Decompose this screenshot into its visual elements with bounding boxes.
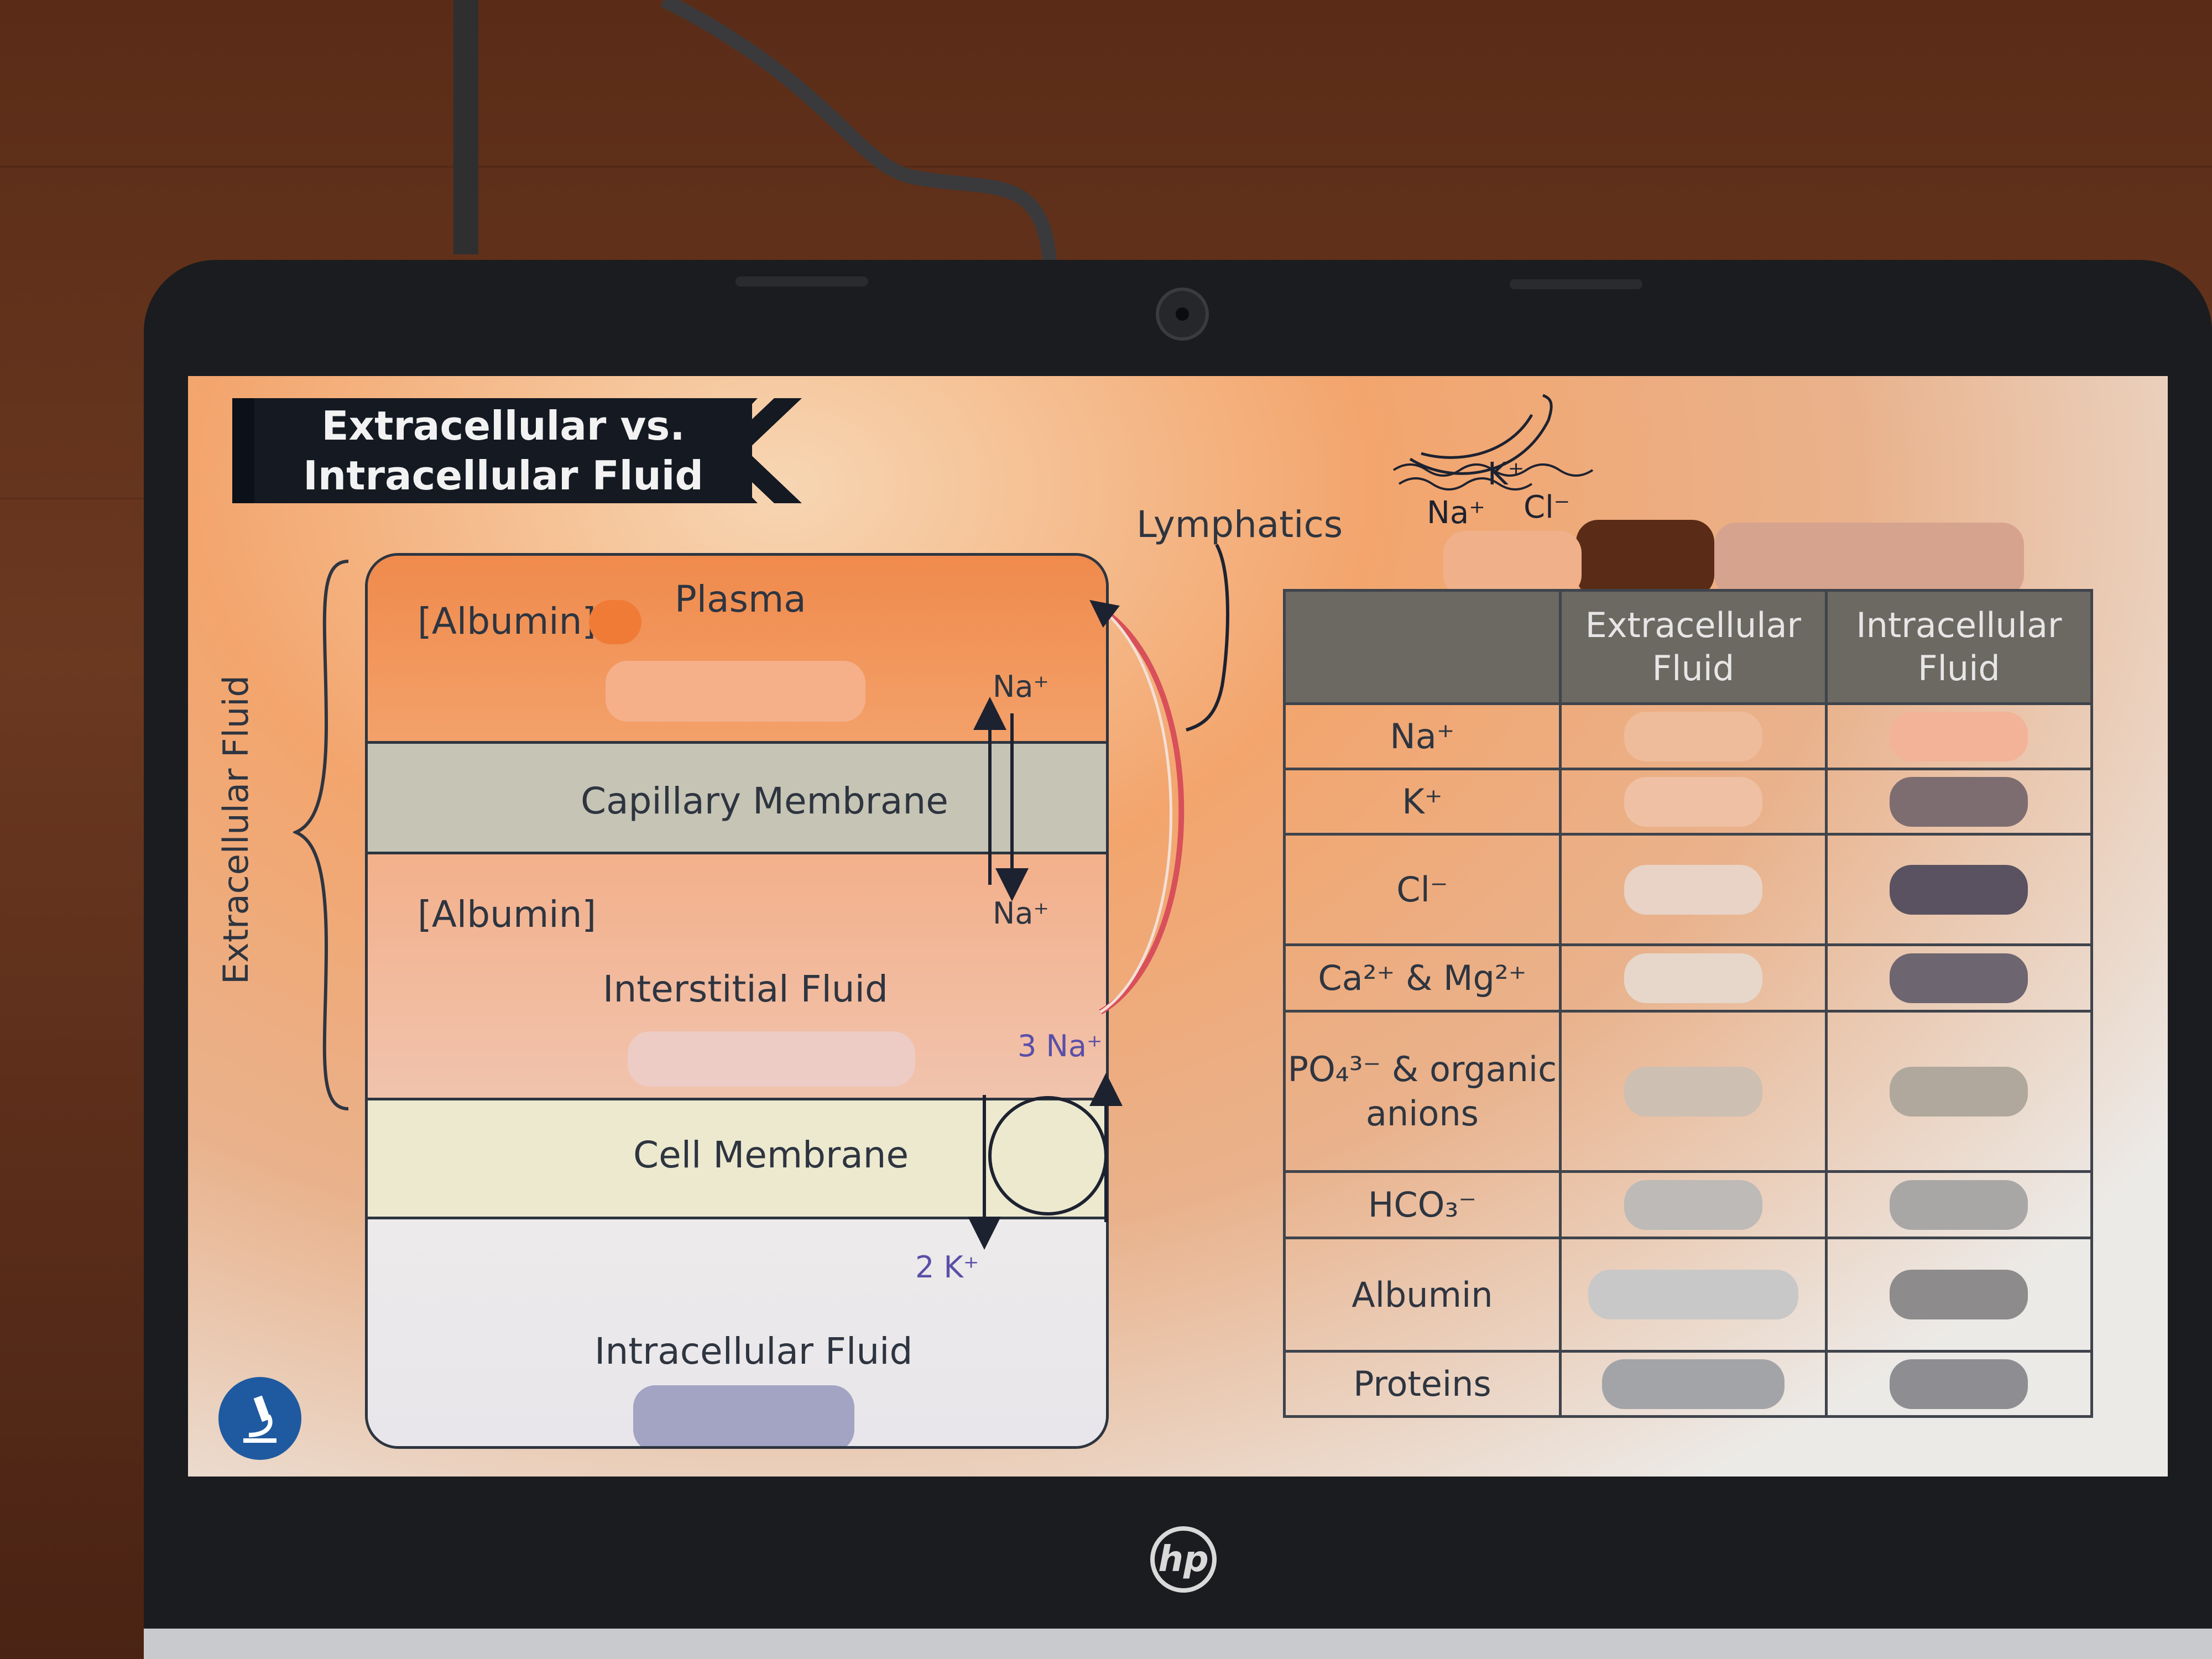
table-row: Na⁺ xyxy=(1283,702,2094,770)
table-row: Cl⁻ xyxy=(1283,833,2094,946)
pen-mark xyxy=(1576,520,1714,597)
row-label: Proteins xyxy=(1283,1350,1562,1418)
keyboard-edge xyxy=(144,1629,2212,1659)
pen-mark xyxy=(633,1385,854,1446)
row-label: Na⁺ xyxy=(1283,702,1562,770)
microscope-icon xyxy=(218,1377,301,1460)
interstitial-band: [Albumin] Interstitial Fluid xyxy=(368,854,1106,1098)
table-cell[interactable] xyxy=(1824,1170,2094,1239)
two-k-label: 2 K⁺ xyxy=(915,1250,979,1285)
brace-icon xyxy=(293,560,349,1110)
table-cell[interactable] xyxy=(1558,1237,1828,1353)
handwritten-cl: Cl⁻ xyxy=(1524,489,1571,525)
table-row: Ca²⁺ & Mg²⁺ xyxy=(1283,943,2094,1013)
transport-arrows xyxy=(968,599,1185,1250)
albumin-bottom-label: [Albumin] xyxy=(418,893,597,936)
table-header-blank xyxy=(1283,589,1562,705)
table-row: Albumin xyxy=(1283,1237,2094,1353)
table-cell[interactable] xyxy=(1558,768,1828,836)
lymphatics-brace-icon xyxy=(1186,544,1229,732)
extracellular-side-label: Extracellular Fluid xyxy=(216,675,256,984)
table-cell[interactable] xyxy=(1824,943,2094,1013)
lymphatics-label: Lymphatics xyxy=(1136,503,1343,546)
albumin-top-label: [Albumin] xyxy=(418,600,597,643)
interstitial-label: Interstitial Fluid xyxy=(603,968,888,1010)
capillary-membrane-label: Capillary Membrane xyxy=(581,780,948,822)
table-cell[interactable] xyxy=(1824,1010,2094,1173)
row-label: K⁺ xyxy=(1283,768,1562,836)
table-row: PO₄³⁻ & organic anions xyxy=(1283,1010,2094,1173)
table-row: HCO₃⁻ xyxy=(1283,1170,2094,1239)
table-cell[interactable] xyxy=(1558,1170,1828,1239)
table-cell[interactable] xyxy=(1558,1010,1828,1173)
table-header-extracellular: Extracellular Fluid xyxy=(1558,589,1828,705)
intracellular-label: Intracellular Fluid xyxy=(594,1330,913,1373)
table-cell[interactable] xyxy=(1558,943,1828,1013)
row-label: Albumin xyxy=(1283,1237,1562,1353)
handwritten-k: K⁺ xyxy=(1488,456,1525,492)
capillary-membrane-band: Capillary Membrane xyxy=(368,741,1106,854)
banana-doodle-icon xyxy=(1392,394,1594,491)
table-row: K⁺ xyxy=(1283,768,2094,836)
table-row: Proteins xyxy=(1283,1350,2094,1418)
title-line-1: Extracellular vs. xyxy=(321,403,685,449)
table-cell[interactable] xyxy=(1558,1350,1828,1418)
intracellular-band: Intracellular Fluid xyxy=(368,1219,1106,1446)
three-na-label: 3 Na⁺ xyxy=(1018,1029,1103,1063)
row-label: PO₄³⁻ & organic anions xyxy=(1283,1010,1562,1173)
table-cell[interactable] xyxy=(1824,1237,2094,1353)
row-label: Cl⁻ xyxy=(1283,833,1562,946)
table-cell[interactable] xyxy=(1824,768,2094,836)
na-bottom-label: Na⁺ xyxy=(993,896,1049,931)
power-cable xyxy=(453,0,1058,288)
table-cell[interactable] xyxy=(1558,833,1828,946)
webcam xyxy=(1156,288,1209,341)
hp-logo: hp xyxy=(1150,1526,1217,1593)
electrolyte-table: Extracellular Fluid Intracellular Fluid … xyxy=(1283,589,2094,1418)
pen-mark xyxy=(628,1031,915,1087)
table-cell[interactable] xyxy=(1824,702,2094,770)
row-label: Ca²⁺ & Mg²⁺ xyxy=(1283,943,1562,1013)
pen-mark xyxy=(606,661,865,722)
pen-mark xyxy=(1443,531,1582,597)
slide-title: Extracellular vs. Intracellular Fluid xyxy=(232,398,752,503)
table-cell[interactable] xyxy=(1824,1350,2094,1418)
bezel-notch xyxy=(1510,279,1642,289)
handwritten-na: Na⁺ xyxy=(1427,495,1485,531)
pen-mark xyxy=(1714,523,2024,597)
title-chevron-icon xyxy=(708,398,802,503)
table-cell[interactable] xyxy=(1558,702,1828,770)
plasma-label: Plasma xyxy=(675,578,806,620)
row-label: HCO₃⁻ xyxy=(1283,1170,1562,1239)
cell-membrane-label: Cell Membrane xyxy=(633,1134,909,1176)
table-cell[interactable] xyxy=(1824,833,2094,946)
title-line-2: Intracellular Fluid xyxy=(303,452,703,499)
table-header-intracellular: Intracellular Fluid xyxy=(1824,589,2094,705)
pen-mark xyxy=(589,600,641,644)
laptop-screen: Extracellular vs. Intracellular Fluid Ex… xyxy=(188,376,2168,1477)
na-top-label: Na⁺ xyxy=(993,669,1049,704)
bezel-notch xyxy=(735,276,868,286)
wall-texture xyxy=(0,166,2212,168)
table-header-row: Extracellular Fluid Intracellular Fluid xyxy=(1283,589,2094,705)
